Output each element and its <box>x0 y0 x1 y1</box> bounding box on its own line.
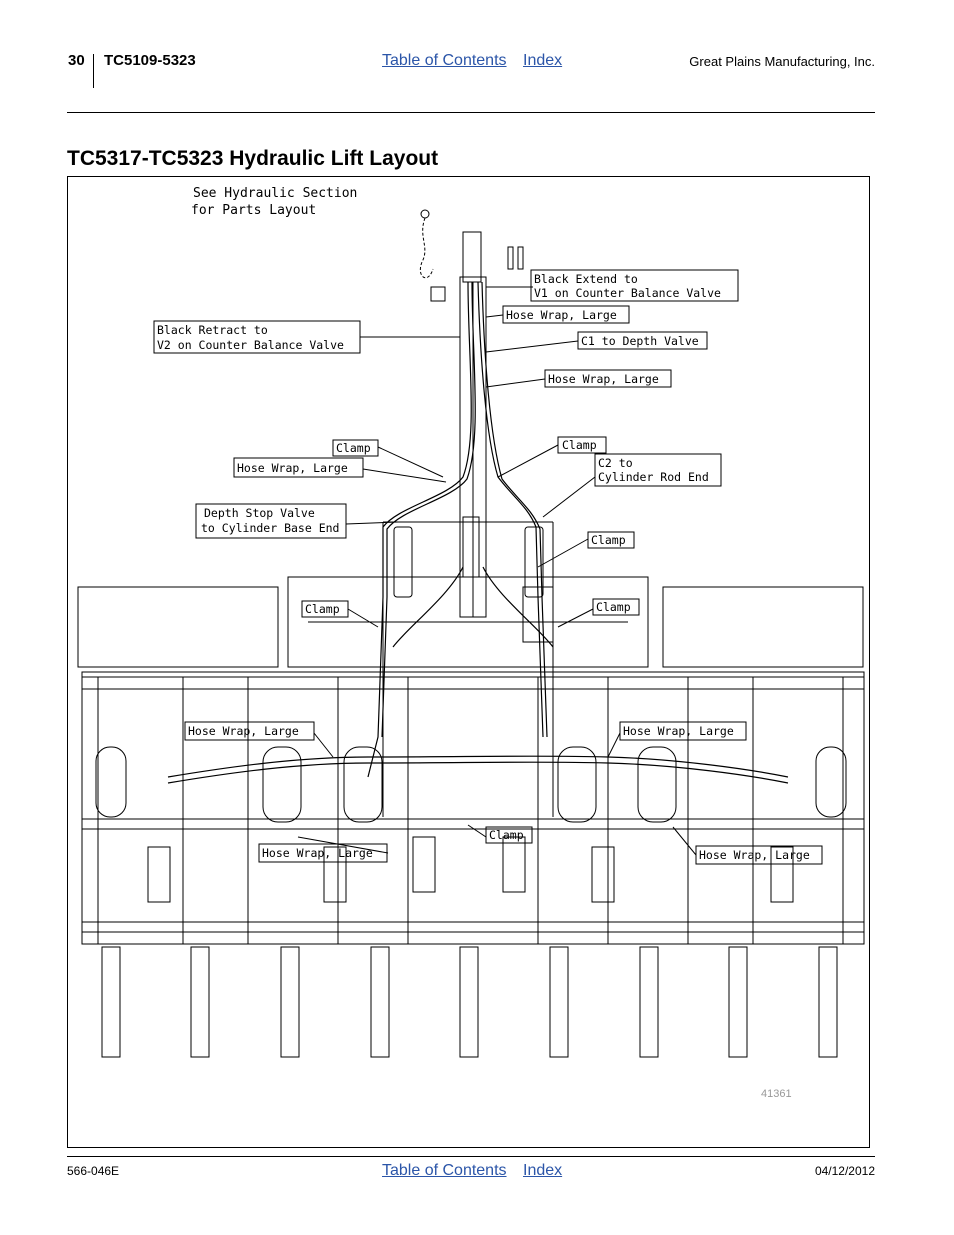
page-number: 30 <box>68 52 85 69</box>
part-number: 566-046E <box>67 1164 120 1178</box>
center-frame <box>287 521 649 817</box>
callouts: Black Extend to V1 on Counter Balance Va… <box>153 269 823 865</box>
callout-hose-wrap-3: Hose Wrap, Large <box>237 461 348 475</box>
callout-clamp-3: Clamp <box>591 533 626 547</box>
header-divider <box>93 54 94 88</box>
callout-black-retract-2: V2 on Counter Balance Valve <box>157 338 344 352</box>
callout-hose-wrap-1: Hose Wrap, Large <box>506 308 617 322</box>
page-title: TC5317-TC5323 Hydraulic Lift Layout <box>67 147 439 170</box>
index-link-bottom[interactable]: Index <box>523 1162 563 1179</box>
publish-date: 04/12/2012 <box>814 1164 875 1178</box>
hydraulic-layout-drawing: See Hydraulic Section for Parts Layout <box>77 186 865 1100</box>
callout-clamp-2: Clamp <box>562 438 597 452</box>
callout-clamp-4: Clamp <box>305 602 340 616</box>
callout-c2-2: Cylinder Rod End <box>598 470 709 484</box>
callout-hose-wrap-7: Hose Wrap, Large <box>699 848 810 862</box>
wing-frames <box>77 586 865 945</box>
callout-depth-stop-1: Depth Stop Valve <box>204 506 315 520</box>
callout-clamp-6: Clamp <box>489 828 524 842</box>
callout-c2-1: C2 to <box>598 456 633 470</box>
company-name: Great Plains Manufacturing, Inc. <box>689 54 875 69</box>
callout-black-extend-1: Black Extend to <box>534 272 638 286</box>
callout-hose-wrap-6: Hose Wrap, Large <box>262 846 373 860</box>
hydraulic-layout-figure: See Hydraulic Section for Parts Layout <box>67 176 870 1148</box>
header-rule <box>67 112 875 113</box>
callout-depth-stop-2: to Cylinder Base End <box>201 521 339 535</box>
callout-hose-wrap-2: Hose Wrap, Large <box>548 372 659 386</box>
callout-hose-wrap-5: Hose Wrap, Large <box>623 724 734 738</box>
toc-link-top[interactable]: Table of Contents <box>382 52 507 69</box>
index-link-top[interactable]: Index <box>523 52 563 69</box>
figure-note-line1: See Hydraulic Section <box>193 186 357 201</box>
figure-number: 41361 <box>761 1088 792 1100</box>
toc-link-bottom[interactable]: Table of Contents <box>382 1162 507 1179</box>
callout-clamp-1: Clamp <box>336 441 371 455</box>
callout-black-extend-2: V1 on Counter Balance Valve <box>534 286 721 300</box>
shank-row <box>101 946 838 1058</box>
footer-rule <box>67 1156 875 1157</box>
leader-lines <box>297 286 697 856</box>
callout-clamp-5: Clamp <box>596 600 631 614</box>
spring-row <box>147 836 794 903</box>
document-id: TC5109-5323 <box>104 52 196 69</box>
figure-note-line2: for Parts Layout <box>191 203 316 218</box>
callout-c1-depth: C1 to Depth Valve <box>581 334 699 348</box>
tires <box>95 746 847 823</box>
callout-hose-wrap-4: Hose Wrap, Large <box>188 724 299 738</box>
callout-black-retract-1: Black Retract to <box>157 323 268 337</box>
